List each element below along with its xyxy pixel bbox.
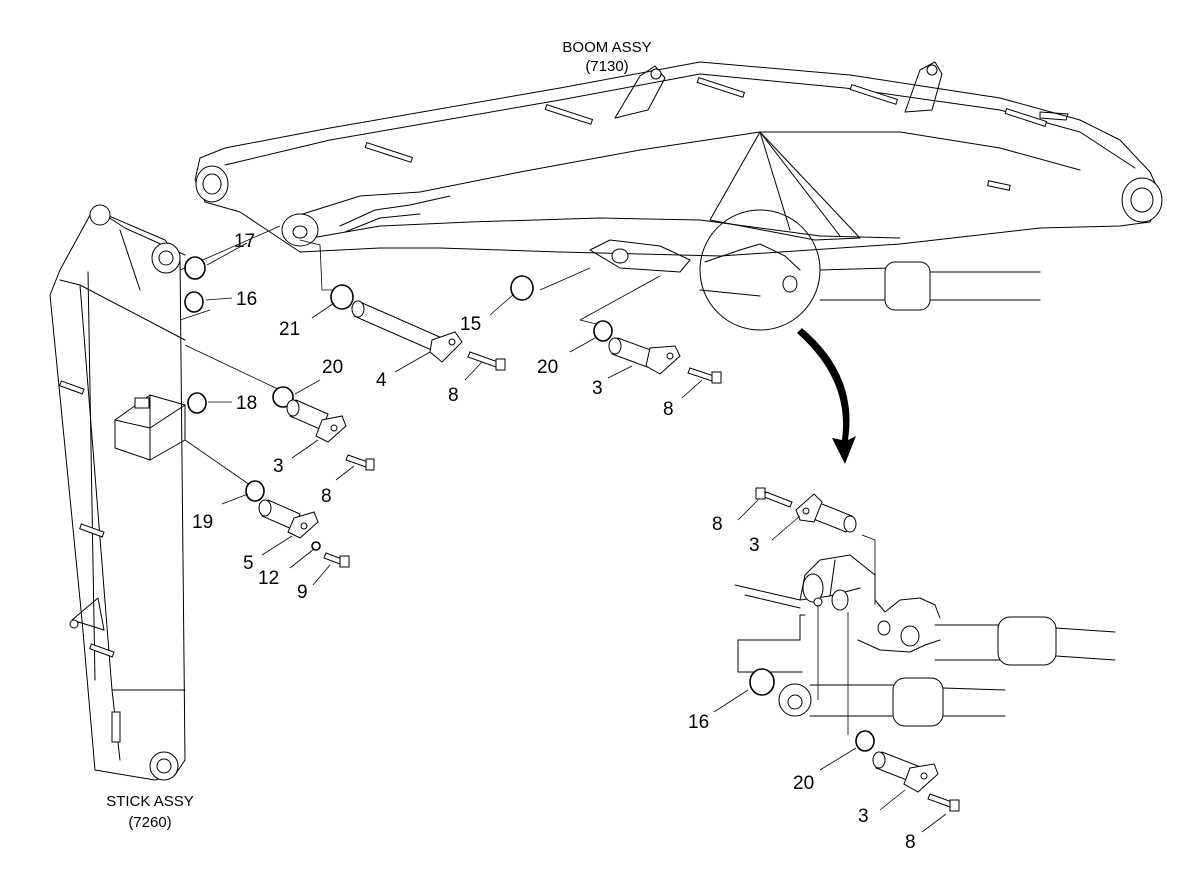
callout-20: 20 [322, 357, 343, 378]
ring-20 [272, 386, 294, 408]
callout-8-b: 8 [663, 399, 674, 420]
ring-16 [184, 291, 204, 313]
bolt-8d [755, 487, 793, 508]
ring-18 [187, 392, 207, 414]
callout-8-c: 8 [321, 486, 332, 507]
callout-numbers: 17 16 21 20 18 4 8 15 20 3 8 3 8 19 5 12… [192, 231, 916, 853]
callout-16-b: 16 [688, 712, 709, 733]
ring-17 [184, 256, 206, 280]
callout-19: 19 [192, 512, 213, 533]
callout-15: 15 [460, 314, 481, 335]
washer-12 [311, 541, 321, 551]
stick-assembly [49, 204, 186, 781]
bolt-8b [687, 367, 722, 384]
callout-8-a: 8 [448, 385, 459, 406]
callout-18: 18 [236, 393, 257, 414]
pin-5 [258, 499, 319, 539]
boom-assy-code: (7130) [585, 58, 628, 75]
bolt-9 [323, 552, 350, 568]
callout-12: 12 [258, 568, 279, 589]
ring-21 [330, 284, 354, 310]
bolt-8e [927, 793, 960, 812]
pin-3-detail-bottom [872, 751, 939, 793]
boom-assembly [194, 61, 1163, 311]
bolt-8a [467, 351, 506, 371]
pin-3-boom [608, 337, 681, 375]
callout-3-b: 3 [273, 456, 284, 477]
callout-8-e: 8 [905, 832, 916, 853]
callout-3-c: 3 [749, 535, 760, 556]
callout-21: 21 [279, 319, 300, 340]
callout-16: 16 [236, 289, 257, 310]
stick-assy-label: STICK ASSY [106, 793, 194, 810]
pin-3-detail-top [795, 493, 857, 533]
ring-19 [245, 480, 265, 502]
ring-15 [510, 275, 534, 301]
ring-20-boom [593, 320, 613, 342]
ring-20-detail [855, 730, 875, 752]
ring-16-detail [749, 668, 775, 696]
callout-20-b: 20 [537, 357, 558, 378]
callout-17: 17 [234, 231, 255, 252]
detail-magnifier [699, 209, 856, 464]
callout-5: 5 [243, 553, 254, 574]
exploded-parts-main [179, 225, 722, 586]
boom-assy-label: BOOM ASSY [562, 39, 651, 56]
pin-3-stick [286, 399, 347, 443]
callout-9: 9 [297, 582, 308, 603]
detail-arrow-icon [797, 328, 856, 464]
callout-4: 4 [376, 370, 387, 391]
assembly-labels: BOOM ASSY (7130) STICK ASSY (7260) [106, 39, 651, 831]
pin-4 [351, 300, 463, 363]
callout-3-d: 3 [858, 806, 869, 827]
bolt-8c [345, 454, 375, 471]
callout-20-c: 20 [793, 773, 814, 794]
detail-view [713, 487, 1116, 833]
stick-assy-code: (7260) [128, 814, 171, 831]
callout-3-a: 3 [592, 378, 603, 399]
callout-8-d: 8 [712, 514, 723, 535]
